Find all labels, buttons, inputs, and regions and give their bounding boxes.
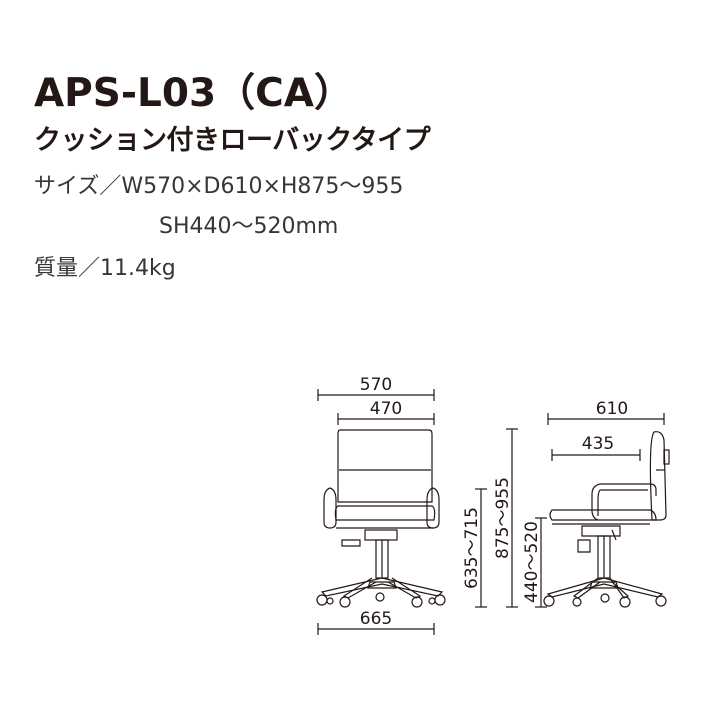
total-height-label: 875〜955 — [493, 477, 513, 559]
side-depth-label: 610 — [596, 399, 628, 419]
size-spec: サイズ／W570×D610×H875〜955 — [34, 174, 404, 199]
front-chair — [316, 429, 446, 608]
seat-height-dimension — [535, 517, 547, 608]
model-name: APS-L03（CA） — [34, 71, 353, 116]
front-base-width-dimension — [317, 623, 435, 635]
seat-height-spec: SH440〜520mm — [159, 214, 339, 239]
armrest-height-label: 635〜715 — [462, 507, 482, 589]
side-chair — [543, 431, 670, 608]
weight-spec: 質量／11.4kg — [34, 256, 176, 281]
side-depth-dimension — [547, 413, 665, 425]
product-type: クッション付きローバックタイプ — [34, 125, 431, 156]
front-width-label: 570 — [360, 375, 392, 395]
seat-height-label: 440〜520 — [522, 521, 542, 603]
front-back-width-label: 470 — [370, 399, 402, 419]
front-base-width-label: 665 — [360, 609, 392, 629]
front-width-dimension — [317, 389, 435, 401]
total-height-dimension — [506, 428, 518, 608]
side-seat-depth-label: 435 — [582, 434, 614, 454]
side-seat-depth-dimension — [551, 449, 641, 461]
armrest-height-dimension — [475, 488, 487, 608]
front-back-width-dimension — [337, 413, 435, 425]
